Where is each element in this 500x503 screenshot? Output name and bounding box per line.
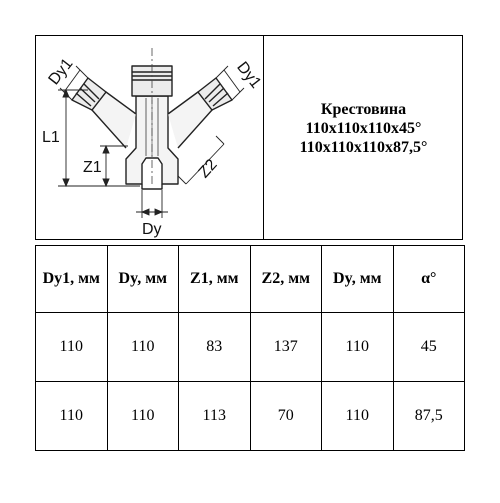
drawing-frame	[35, 35, 463, 240]
spec-table: Dy1, мм Dy, мм Z1, мм Z2, мм Dy, мм α° 1…	[35, 245, 465, 451]
frame-divider	[263, 35, 264, 240]
product-variant-1: 110x110x110x45°	[305, 120, 422, 137]
cell-dy1: 110	[35, 381, 108, 451]
cell-z2: 70	[249, 381, 322, 451]
label-l1: L1	[42, 129, 60, 146]
cross-fitting-drawing: Dy1 Dy1 L1 Z1 Z2 Dy	[36, 36, 263, 239]
spec-table-header-row: Dy1, мм Dy, мм Z1, мм Z2, мм Dy, мм α°	[35, 245, 465, 313]
cell-alpha: 87,5	[392, 381, 465, 451]
cell-dy: 110	[106, 381, 179, 451]
header-alpha: α°	[392, 245, 465, 313]
table-row: 110 110 83 137 110 45	[35, 312, 465, 382]
product-title-block: Крестовина 110x110x110x45° 110x110x110x8…	[264, 100, 463, 157]
header-dy-2: Dy, мм	[321, 245, 394, 313]
label-dy-bottom: Dy	[142, 221, 162, 238]
label-dy1-right: Dy1	[233, 59, 263, 92]
label-z2: Z2	[196, 156, 221, 181]
cell-dy-2: 110	[321, 381, 394, 451]
table-row: 110 110 113 70 110 87,5	[35, 381, 465, 451]
header-z2: Z2, мм	[249, 245, 322, 313]
cell-dy-2: 110	[321, 312, 394, 382]
cell-z1: 113	[178, 381, 251, 451]
label-z1: Z1	[83, 159, 102, 176]
cell-dy1: 110	[35, 312, 108, 382]
cross-fitting-svg: Dy1 Dy1 L1 Z1 Z2 Dy	[42, 48, 263, 238]
product-name: Крестовина	[320, 101, 407, 118]
cell-z1: 83	[178, 312, 251, 382]
header-z1: Z1, мм	[178, 245, 251, 313]
cell-dy: 110	[106, 312, 179, 382]
header-dy1: Dy1, мм	[35, 245, 108, 313]
header-dy: Dy, мм	[106, 245, 179, 313]
cell-z2: 137	[249, 312, 322, 382]
product-variant-2: 110x110x110x87,5°	[299, 139, 428, 156]
label-dy1-left: Dy1	[46, 55, 77, 88]
cell-alpha: 45	[392, 312, 465, 382]
